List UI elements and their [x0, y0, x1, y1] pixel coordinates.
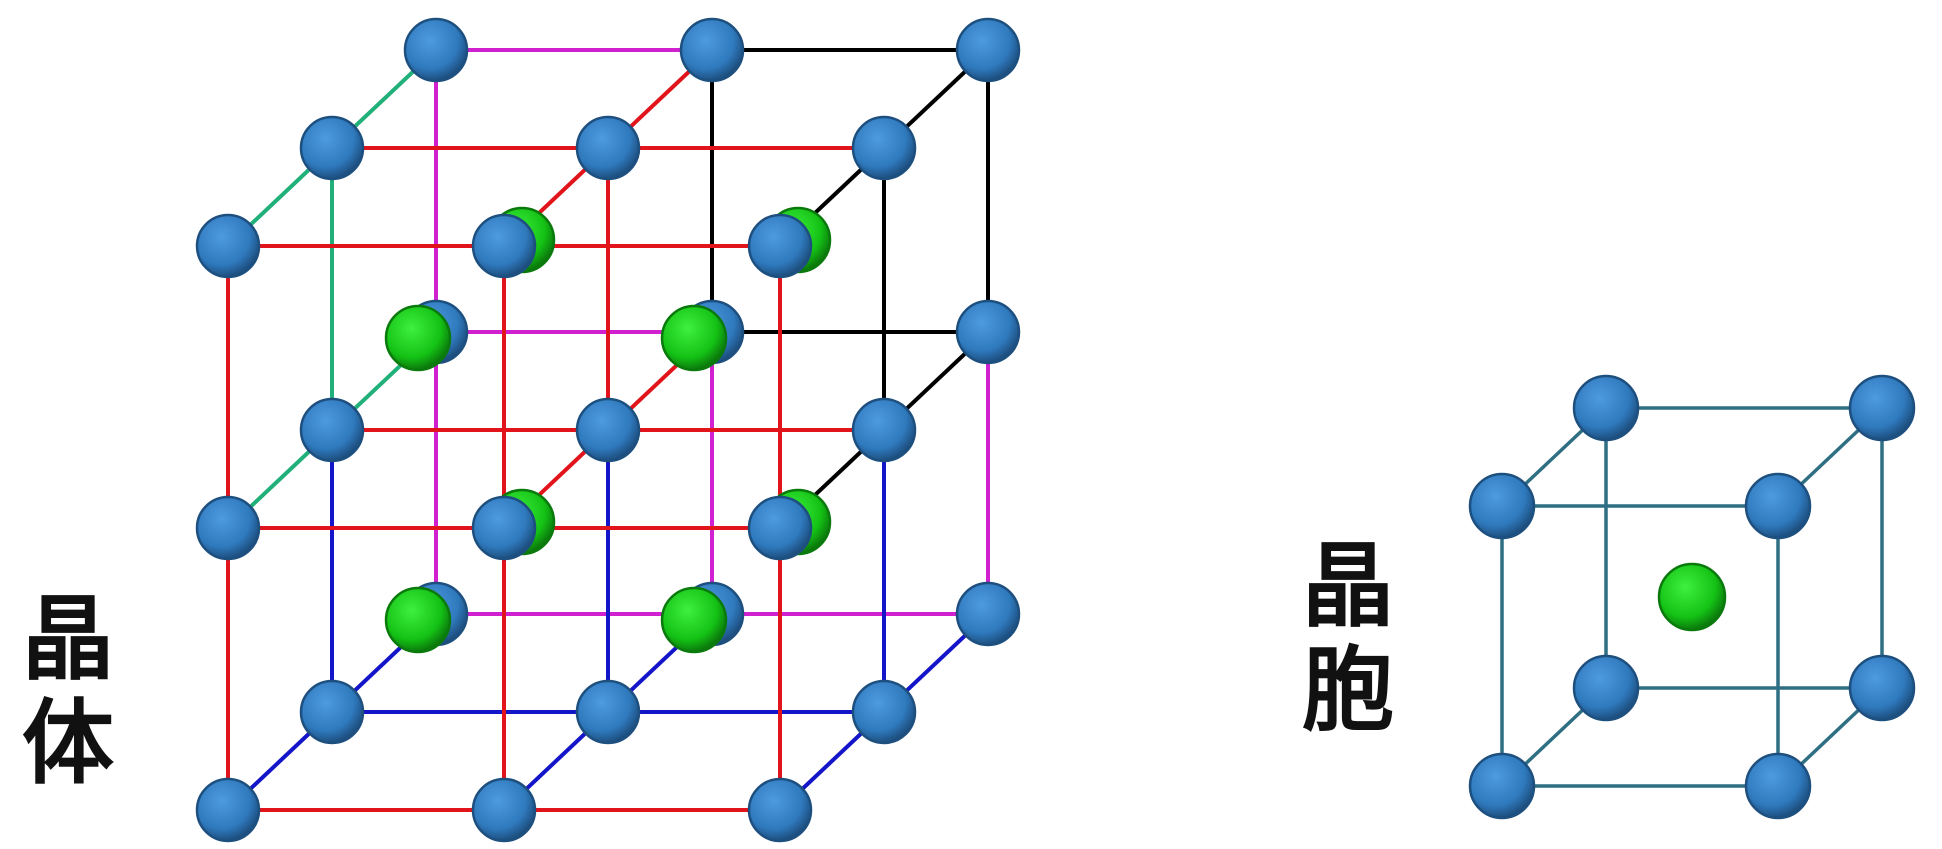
unit-cell-corner-atom-1-1-1	[1848, 374, 1916, 442]
lattice-corner-atom-0-0-1	[299, 679, 365, 745]
lattice-corner-atom-1-2-0	[471, 213, 537, 279]
lattice-corner-atom-1-0-0	[471, 777, 537, 843]
lattice-corner-atom-1-0-1	[575, 679, 641, 745]
lattice-corner-atom-2-1-0	[747, 495, 813, 561]
lattice-corner-atom-0-2-2	[403, 17, 469, 83]
unit-cell-corner-atom-1-1-0	[1744, 472, 1812, 540]
lattice-corner-atom-0-1-1	[299, 397, 365, 463]
lattice-corner-atom-2-2-1	[851, 115, 917, 181]
lattice-center-atom-0-1-0	[384, 304, 452, 372]
lattice-corner-atom-1-1-0	[471, 495, 537, 561]
lattice-corner-atom-1-1-1	[575, 397, 641, 463]
lattice-corner-atom-2-2-0	[747, 213, 813, 279]
unit-cell-corner-atom-0-1-0	[1468, 472, 1536, 540]
unit-cell-label-char-2: 胞	[1302, 637, 1395, 744]
unit-cell-center-atom	[1657, 562, 1727, 632]
lattice-corner-atom-2-1-1	[851, 397, 917, 463]
crystal-label: 晶 体	[22, 588, 114, 796]
lattice-corner-atom-1-2-2	[679, 17, 745, 83]
lattice-corner-atom-0-0-0	[195, 777, 261, 843]
lattice-corner-atom-2-0-2	[955, 581, 1021, 647]
crystal-label-char-1: 晶	[22, 586, 115, 693]
unit-cell-corner-atom-1-0-1	[1848, 654, 1916, 722]
lattice-corner-atom-2-2-2	[955, 17, 1021, 83]
lattice-corner-atom-0-1-0	[195, 495, 261, 561]
lattice-corner-atom-2-1-2	[955, 299, 1021, 365]
lattice-center-atom-1-1-0	[660, 304, 728, 372]
lattice-corner-atom-2-0-1	[851, 679, 917, 745]
unit-cell-corner-atom-1-0-0	[1744, 752, 1812, 820]
lattice-center-atom-0-0-0	[384, 586, 452, 654]
lattice-corner-atom-0-2-1	[299, 115, 365, 181]
lattice-corner-atom-2-0-0	[747, 777, 813, 843]
crystal-lattice-atoms	[195, 17, 1021, 843]
unit-cell-corner-atom-0-1-1	[1572, 374, 1640, 442]
unit-cell-label-char-1: 晶	[1302, 533, 1395, 640]
unit-cell-atoms	[1468, 374, 1916, 820]
crystal-label-char-2: 体	[22, 690, 115, 797]
unit-cell-corner-atom-0-0-1	[1572, 654, 1640, 722]
unit-cell-corner-atom-0-0-0	[1468, 752, 1536, 820]
lattice-corner-atom-1-2-1	[575, 115, 641, 181]
lattice-corner-atom-0-2-0	[195, 213, 261, 279]
unit-cell-label: 晶 胞	[1302, 535, 1394, 743]
lattice-center-atom-1-0-0	[660, 586, 728, 654]
